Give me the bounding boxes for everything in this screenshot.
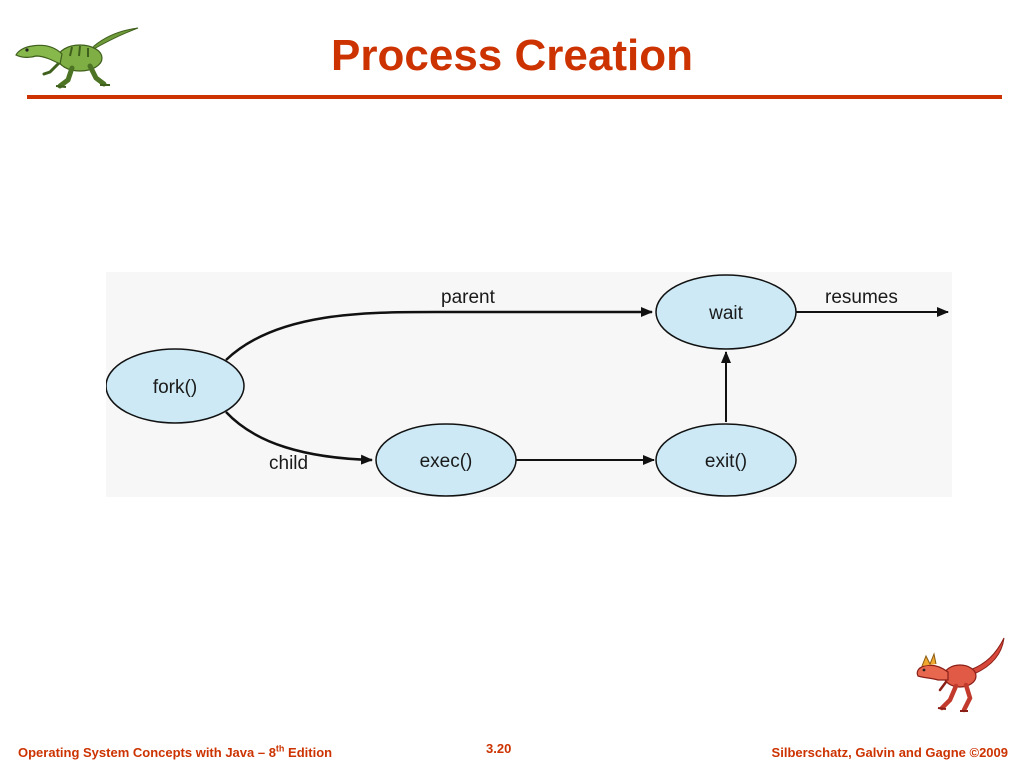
title-divider xyxy=(27,95,1002,99)
edge-fork-to-wait xyxy=(225,307,653,361)
red-dinosaur-logo xyxy=(908,636,1008,714)
wait-node-label: wait xyxy=(708,303,744,324)
footer-page-number: 3.20 xyxy=(486,741,512,756)
edge-label-parent: parent xyxy=(441,287,496,308)
exit-node-label: exit() xyxy=(705,451,747,472)
edge-fork-to-exec xyxy=(225,411,373,465)
footer-book-title: Operating System Concepts with Java – 8t… xyxy=(18,743,333,761)
edge-label-child: child xyxy=(269,453,308,474)
exit-node: exit() xyxy=(655,423,797,497)
fork-node: fork() xyxy=(106,348,245,424)
exec-node: exec() xyxy=(375,423,517,497)
green-dinosaur-logo xyxy=(10,20,140,92)
process-creation-diagram: parent child resumes fork() wait exec() … xyxy=(106,272,952,497)
wait-node: wait xyxy=(655,274,797,350)
footer-copyright: Silberschatz, Galvin and Gagne ©2009 xyxy=(771,745,1008,760)
exec-node-label: exec() xyxy=(420,451,473,472)
fork-node-label: fork() xyxy=(153,377,197,398)
footer-book-title-sup: th xyxy=(275,743,285,754)
footer-book-edition: Edition xyxy=(284,745,333,760)
footer-book-title-text: Operating System Concepts with Java – 8 xyxy=(18,745,276,760)
edge-label-resumes: resumes xyxy=(825,287,898,308)
slide-title: Process Creation xyxy=(331,31,693,80)
